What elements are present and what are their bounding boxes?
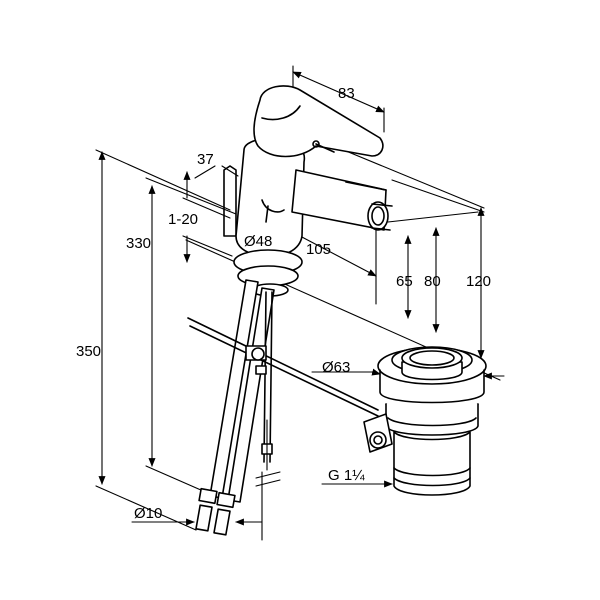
dim-waste-thread: G 1¼ [328, 467, 365, 484]
dim-overall-height: 350 [76, 343, 101, 360]
dim-total-above-deck: 120 [466, 273, 491, 290]
waste-valve [363, 346, 487, 496]
dim-spout-reach: 105 [306, 241, 331, 258]
dim-body-diameter: Ø48 [244, 233, 272, 250]
dim-spout-height: 65 [396, 273, 413, 290]
dim-hose-diameter: Ø10 [134, 505, 162, 522]
dim-lift-range: 1-20 [168, 211, 198, 228]
pull-rod [187, 291, 379, 487]
dim-body-height: 80 [424, 273, 441, 290]
faucet-body [223, 85, 393, 297]
dim-waste-diameter: Ø63 [322, 359, 350, 376]
supply-hoses [195, 279, 275, 536]
dim-lever-offset: 37 [197, 151, 214, 168]
dimension-lines [95, 65, 505, 541]
dim-spout-depth: 83 [338, 85, 355, 102]
dim-pipe-length: 330 [126, 235, 151, 252]
dimension-labels: 83 37 1-20 Ø48 105 65 80 120 330 350 Ø63… [76, 85, 491, 522]
